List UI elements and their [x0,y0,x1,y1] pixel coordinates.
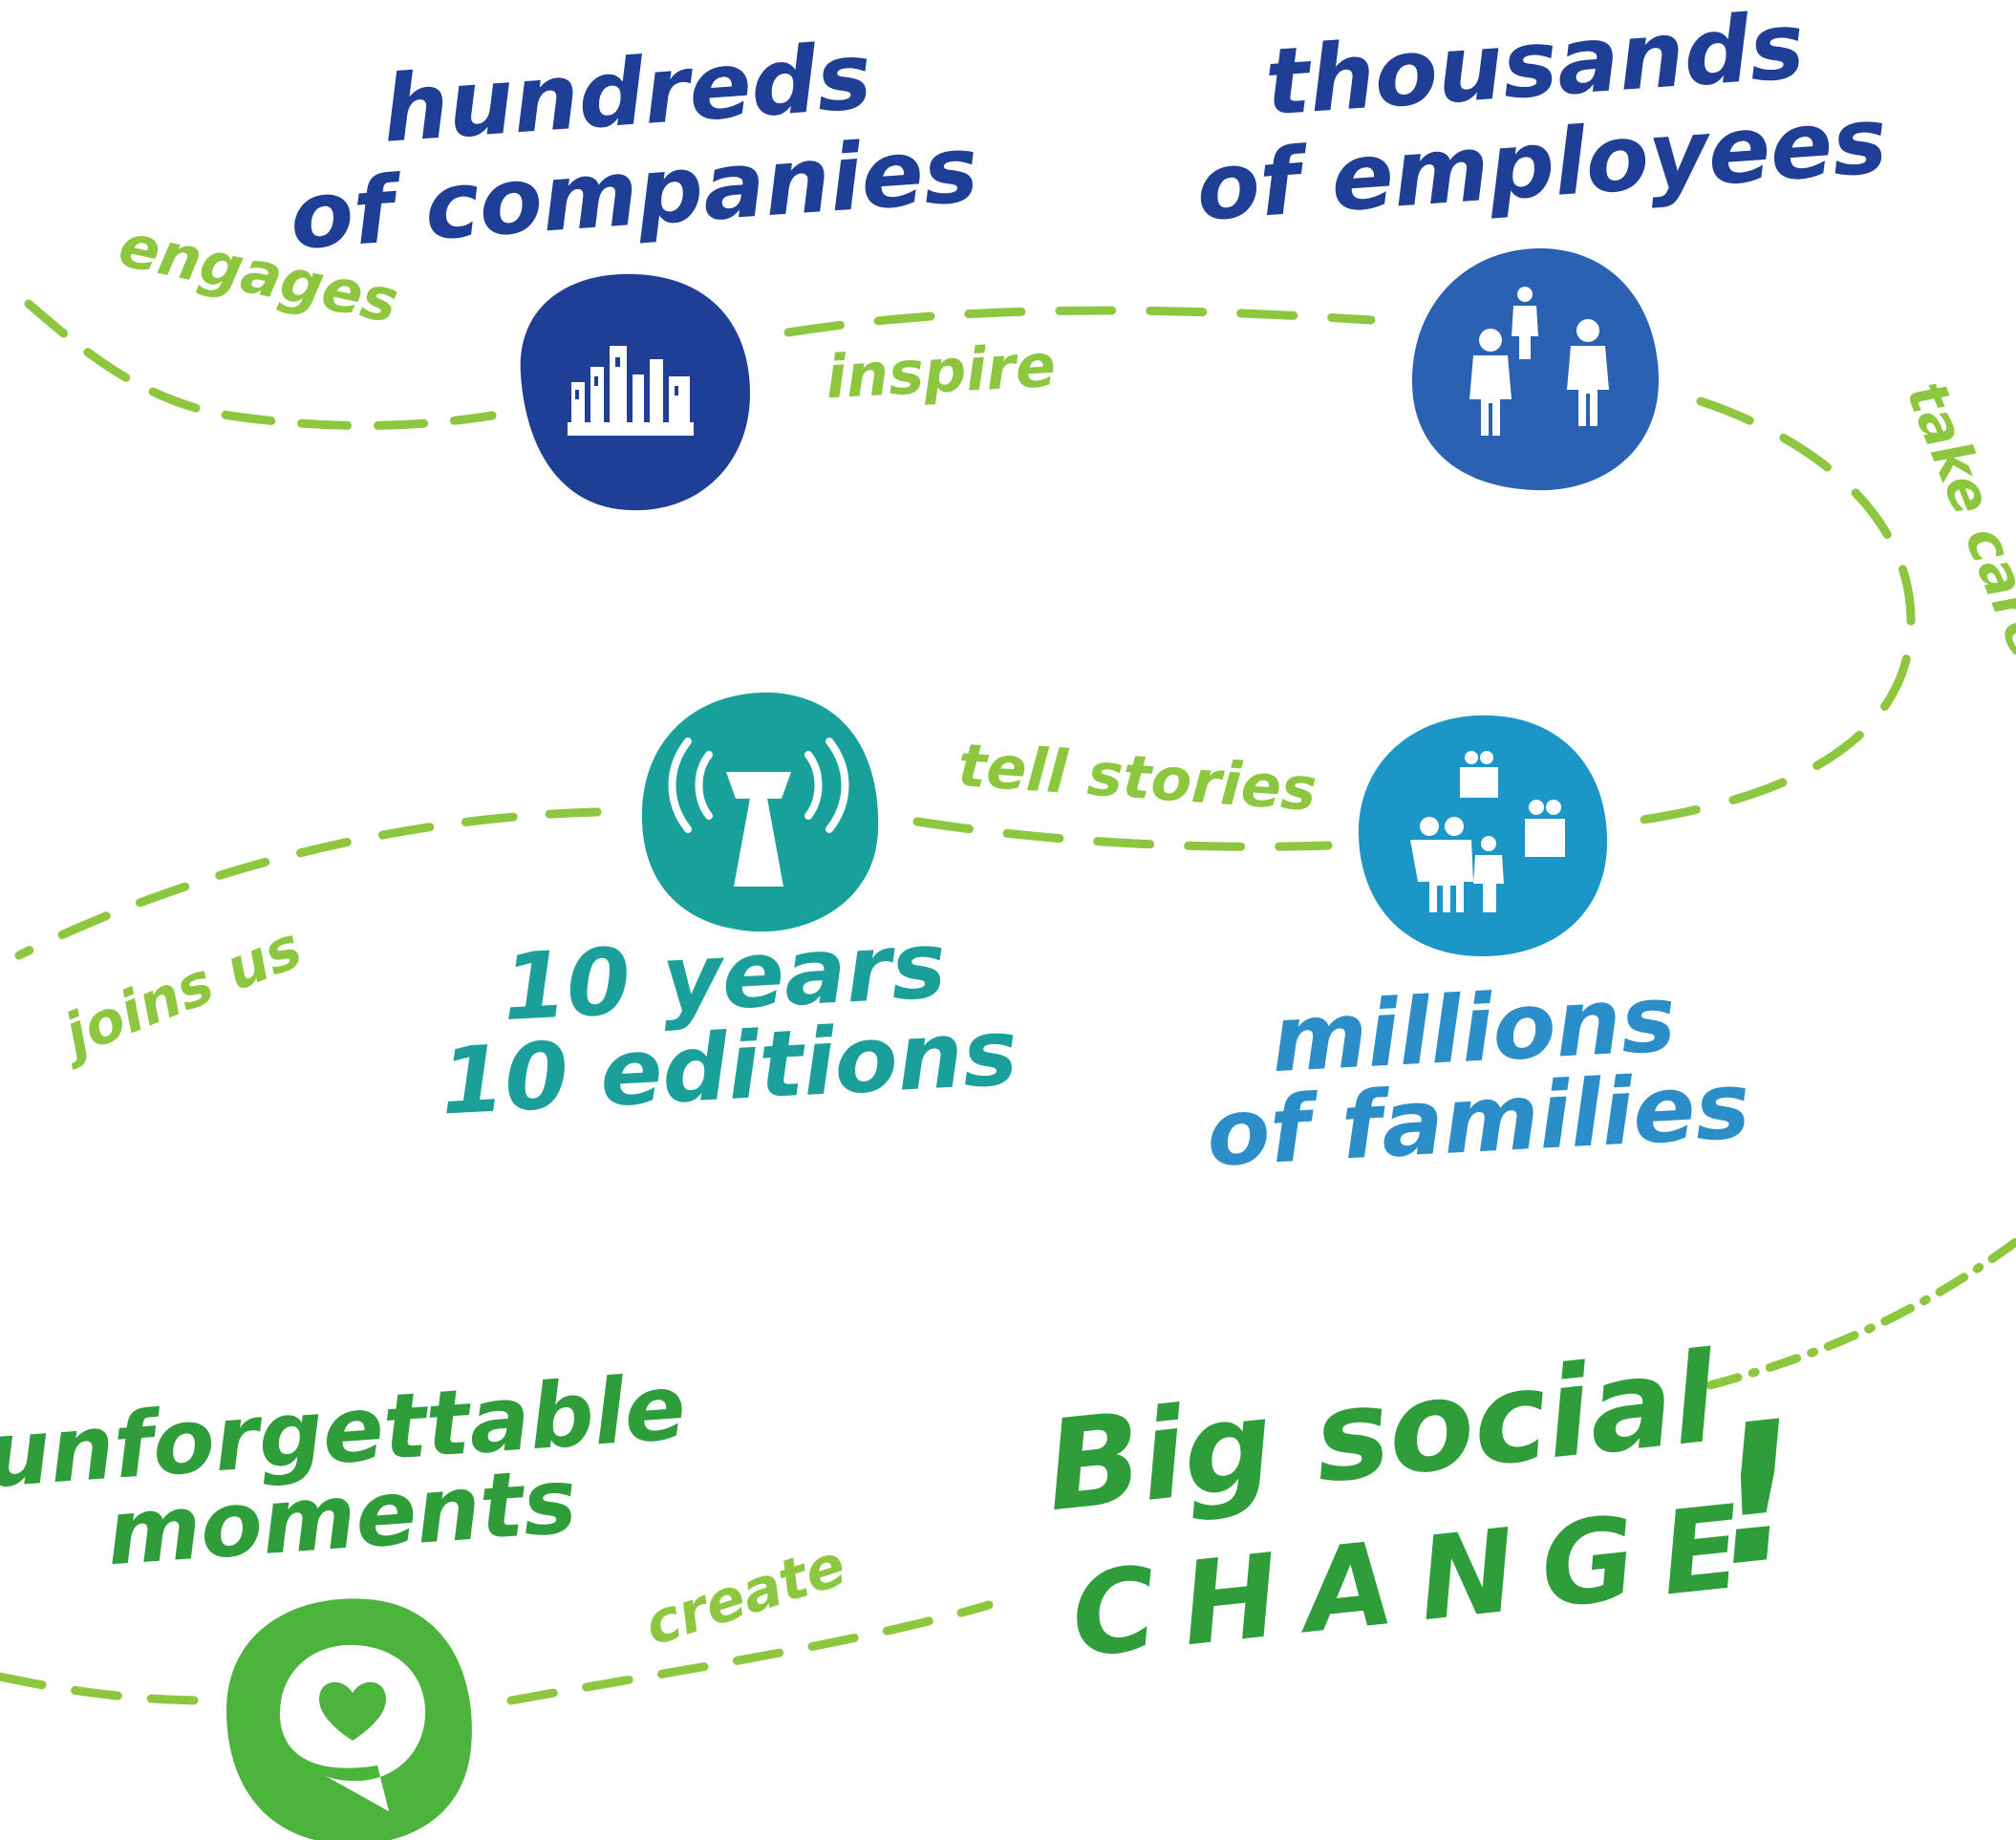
employees-blob [1411,247,1659,491]
city-icon [568,346,694,436]
companies-label: hundreds of companies [287,22,981,269]
path-change-dotted-segment [1705,1237,2016,1390]
moments-node-icon [226,1598,472,1840]
heart-speech-icon [280,1644,426,1811]
families-node-icon [1358,715,1608,957]
years-label-line1: 10 years [500,911,948,1041]
years-node-icon [641,692,879,932]
path-tell-stories-segment [912,817,1333,851]
path-engages-segment [24,299,497,431]
family-icon [1410,751,1565,912]
path-take-care-segment [1639,396,1916,824]
antenna-icon [668,738,849,887]
verb-inspire: inspire [825,331,1058,412]
families-label: millions of families [1204,965,1752,1187]
path-create-segment [506,1600,994,1705]
dashed-journey-path [0,299,2016,1705]
people-icon [1469,287,1609,436]
families-label-line1: millions [1269,965,1678,1093]
headline: Big social CHANGE ! [1040,1324,1812,1683]
employees-node-icon [1411,247,1659,491]
verb-create: create [637,1531,854,1658]
companies-node-icon [520,273,750,511]
moments-label: unforgettable moments [0,1356,689,1586]
verb-take-care-of: take care of [1894,373,2016,748]
path-joins-us-segment [14,807,602,960]
verb-tell-stories: tell stories [956,730,1319,824]
path-moments-left-segment [0,1672,215,1705]
path-inspire-segment [783,306,1376,337]
verb-joins-us: joins us [48,914,311,1072]
employees-label: thousands of employees [1193,0,1891,242]
years-label: 10 years 10 editions [438,911,1019,1136]
families-blob [1358,715,1608,957]
